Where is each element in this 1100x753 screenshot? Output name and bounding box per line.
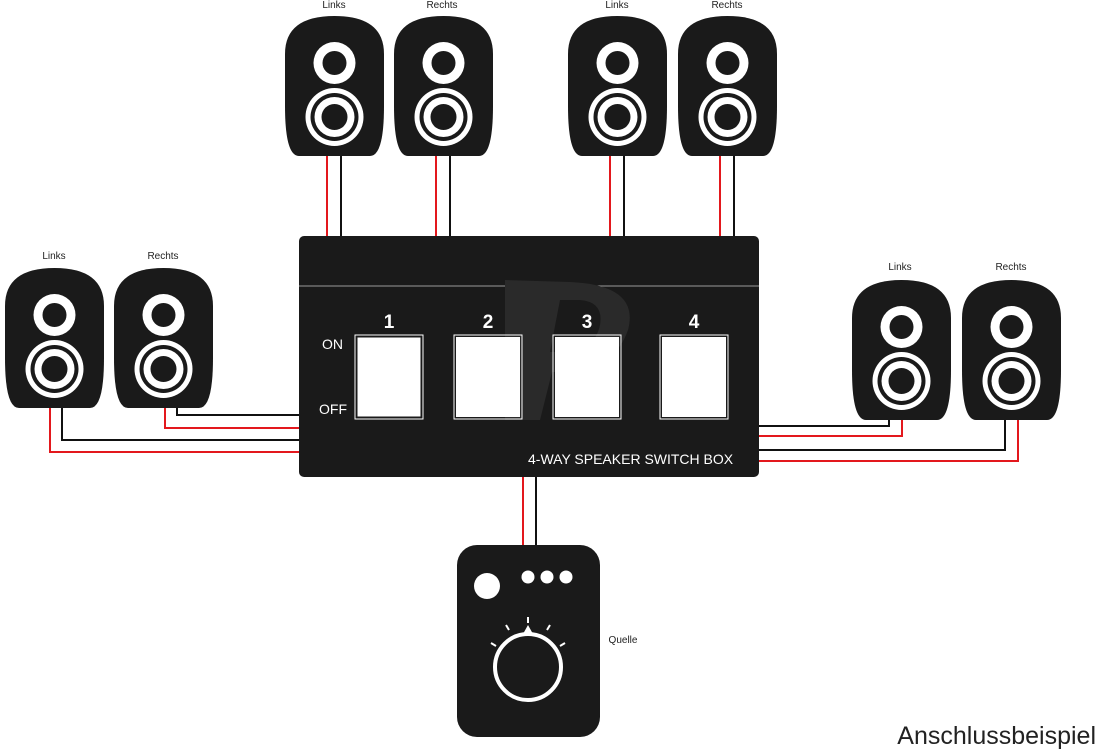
volume-knob-icon [490, 617, 566, 702]
caption: Anschlussbeispiel [897, 722, 1096, 750]
switch-box [299, 236, 759, 477]
switch-2[interactable] [456, 337, 520, 417]
wire-red [164, 400, 300, 429]
speaker-icon [285, 16, 384, 156]
off-label: OFF [319, 401, 347, 417]
switch-4-outline [659, 334, 729, 420]
switch-2-outline [453, 334, 523, 420]
switch-3[interactable] [555, 337, 619, 417]
switch-4[interactable] [662, 337, 726, 417]
switch-number-2: 2 [482, 312, 494, 333]
power-button-icon [474, 573, 500, 599]
speaker-icon [114, 268, 213, 408]
indicator-light-icon [521, 570, 535, 584]
speaker-label-rechts: Rechts [711, 0, 743, 11]
speaker-icon [852, 280, 951, 420]
switch-1-outline [354, 334, 424, 420]
switch-1[interactable] [356, 336, 422, 418]
speaker-label-links: Links [888, 262, 912, 273]
speakers [5, 16, 1061, 420]
switch-3-outline [552, 334, 622, 420]
wire-red [758, 412, 1019, 462]
speaker-icon [568, 16, 667, 156]
speaker-icon [962, 280, 1061, 420]
speaker-label-links: Links [42, 251, 66, 262]
speaker-icon [394, 16, 493, 156]
wire-red [49, 400, 300, 453]
indicator-light-icon [540, 570, 554, 584]
source-label: Quelle [608, 635, 638, 646]
switch-number-1: 1 [383, 312, 395, 333]
speaker-label-links: Links [605, 0, 629, 11]
wire-black [61, 400, 300, 441]
speaker-icon [678, 16, 777, 156]
switch-number-4: 4 [688, 312, 700, 333]
switch-box-title: 4-WAY SPEAKER SWITCH BOX [528, 451, 734, 467]
switch-number-3: 3 [581, 312, 593, 333]
speaker-label-links: Links [322, 0, 346, 11]
on-label: ON [322, 336, 343, 352]
wire-black [758, 412, 1006, 451]
wires [49, 150, 1019, 548]
indicator-light-icon [559, 570, 573, 584]
speaker-icon [5, 268, 104, 408]
watermark-logo [505, 280, 630, 420]
amplifier-icon [457, 545, 600, 737]
speaker-label-rechts: Rechts [147, 251, 179, 262]
speaker-label-rechts: Rechts [426, 0, 458, 11]
speaker-label-rechts: Rechts [995, 262, 1027, 273]
